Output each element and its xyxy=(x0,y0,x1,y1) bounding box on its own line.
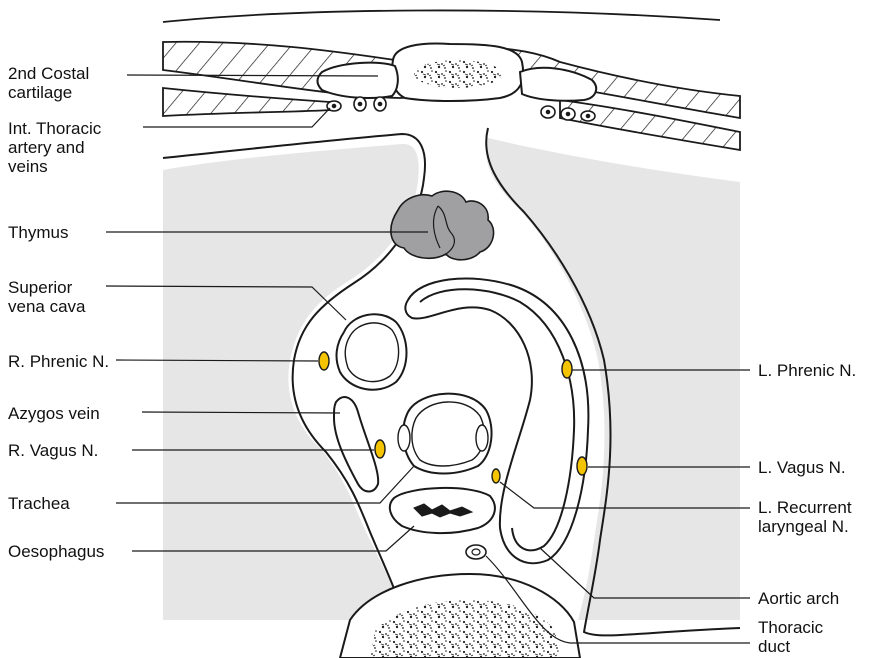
label-r-vagus: R. Vagus N. xyxy=(8,441,98,460)
label-int-thoracic: Int. Thoracic artery and veins xyxy=(8,119,101,176)
sternum-group xyxy=(318,44,597,101)
trachea-cartilage-right xyxy=(398,425,410,451)
label-l-vagus: L. Vagus N. xyxy=(758,458,846,477)
thoracic-duct-lumen xyxy=(472,549,480,555)
superior-vena-cava xyxy=(337,314,407,389)
right-vagus-nerve xyxy=(375,440,385,458)
right-phrenic-nerve xyxy=(319,352,329,370)
sternum-marrow xyxy=(414,60,502,88)
label-azygos: Azygos vein xyxy=(8,404,100,423)
label-oesophagus: Oesophagus xyxy=(8,542,104,561)
label-costal-cartilage: 2nd Costal cartilage xyxy=(8,64,89,102)
azygos-vein xyxy=(334,397,378,491)
skin-line xyxy=(163,10,720,22)
left-vagus-nerve xyxy=(577,457,587,475)
trachea-cartilage-left xyxy=(476,425,488,451)
label-trachea: Trachea xyxy=(8,494,70,513)
left-phrenic-nerve xyxy=(562,360,572,378)
left-recurrent-laryngeal-nerve xyxy=(492,469,500,483)
label-l-recurrent: L. Recurrent laryngeal N. xyxy=(758,498,852,536)
label-thymus: Thymus xyxy=(8,223,68,242)
label-svc: Superior vena cava xyxy=(8,278,86,316)
label-thoracic-duct: Thoracic duct xyxy=(758,618,823,656)
label-r-phrenic: R. Phrenic N. xyxy=(8,352,109,371)
trachea-lumen xyxy=(412,402,484,466)
thymus-shape xyxy=(391,191,494,260)
label-aortic-arch: Aortic arch xyxy=(758,589,839,608)
label-l-phrenic: L. Phrenic N. xyxy=(758,361,856,380)
right-intercostal-layer xyxy=(163,88,330,116)
right-costal-cartilage xyxy=(318,63,398,98)
